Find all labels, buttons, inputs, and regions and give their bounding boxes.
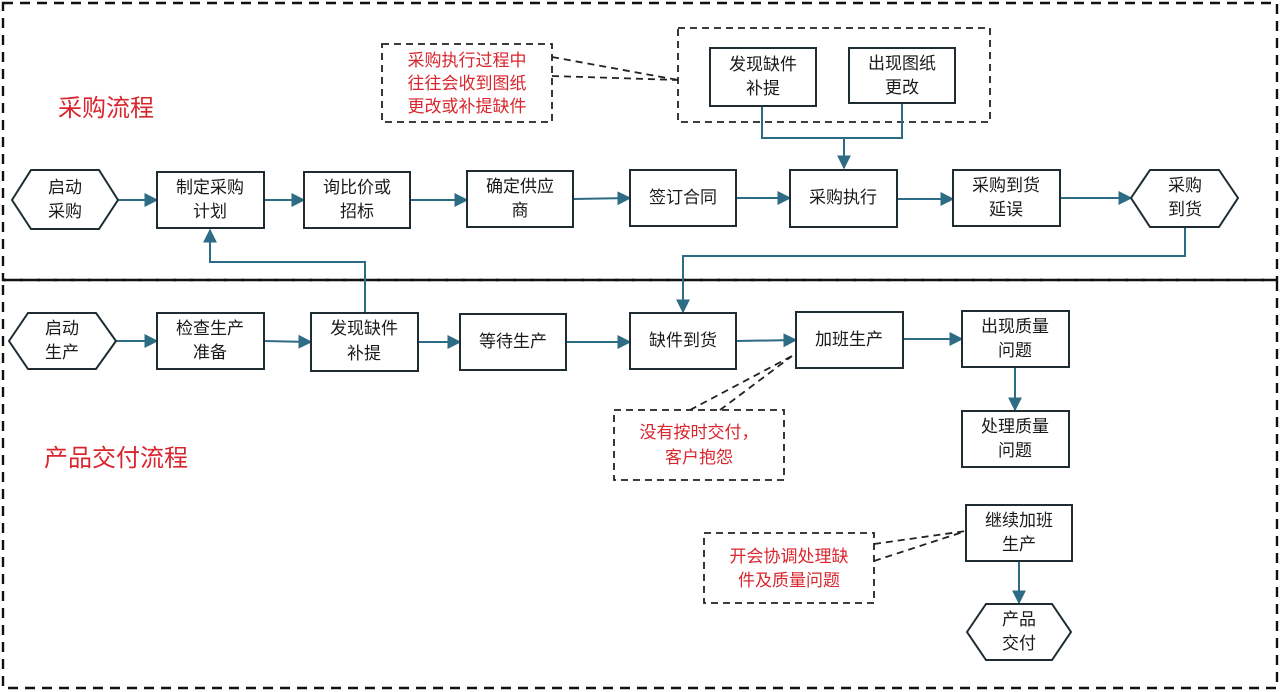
node-label: 招标 xyxy=(340,202,374,222)
node-wait-production[interactable]: 等待生产 xyxy=(459,313,567,371)
node-shortage-request-delivery[interactable]: 发现缺件 补提 xyxy=(310,312,419,372)
node-label: 发现缺件 xyxy=(729,55,797,75)
callout-line: 件及质量问题 xyxy=(738,571,840,591)
node-label: 商 xyxy=(512,201,529,221)
node-label: 交付 xyxy=(1002,634,1036,654)
node-continue-overtime[interactable]: 继续加班 生产 xyxy=(965,504,1073,562)
node-label: 发现缺件 xyxy=(330,319,398,339)
node-label: 出现质量 xyxy=(981,317,1049,337)
delivery-section-frame xyxy=(1,278,1279,690)
callout-line: 没有按时交付， xyxy=(640,423,759,443)
node-label: 采购到货 xyxy=(972,176,1040,196)
node-sign-contract[interactable]: 签订合同 xyxy=(629,169,737,227)
node-label: 准备 xyxy=(193,343,227,363)
node-label: 到货 xyxy=(1168,200,1202,220)
node-label: 补提 xyxy=(347,344,381,364)
callout-line: 更改或补提缺件 xyxy=(408,97,527,117)
edge xyxy=(572,191,632,206)
callout-line: 开会协调处理缺 xyxy=(730,547,849,567)
edge xyxy=(735,333,798,348)
node-select-supplier[interactable]: 确定供应 商 xyxy=(466,170,574,228)
node-label: 延误 xyxy=(989,200,1023,220)
callout-line: 客户抱怨 xyxy=(665,448,733,468)
node-arrival-delay[interactable]: 采购到货 延误 xyxy=(952,169,1061,227)
node-start-production[interactable]: 启动 生产 xyxy=(7,312,118,370)
node-parts-arrive[interactable]: 缺件到货 xyxy=(629,312,737,370)
procurement-note-leader xyxy=(551,56,679,81)
procurement-note-callout: 采购执行过程中 往往会收到图纸 更改或补提缺件 xyxy=(381,43,553,123)
node-label: 检查生产 xyxy=(176,319,244,339)
node-label: 问题 xyxy=(998,341,1032,361)
node-label: 启动 xyxy=(48,178,82,198)
node-label: 采购 xyxy=(48,202,82,222)
callout-line: 采购执行过程中 xyxy=(408,51,527,71)
node-label: 处理质量 xyxy=(981,417,1049,437)
node-label: 采购 xyxy=(1168,176,1202,196)
meeting-note-leader xyxy=(873,530,967,562)
node-label: 计划 xyxy=(193,202,227,222)
node-inquiry[interactable]: 询比价或 招标 xyxy=(303,171,411,229)
node-label: 确定供应 xyxy=(486,177,554,197)
node-shortage-request-procurement[interactable]: 发现缺件 补提 xyxy=(709,47,817,107)
node-label: 继续加班 xyxy=(985,511,1053,531)
procurement-section-frame xyxy=(1,1,1279,282)
node-start-procurement[interactable]: 启动 采购 xyxy=(10,169,120,230)
node-label: 启动 xyxy=(45,319,79,339)
node-label: 产品 xyxy=(1002,610,1036,630)
node-label: 加班生产 xyxy=(815,330,883,350)
node-label: 生产 xyxy=(1002,535,1036,555)
edge xyxy=(676,227,1186,314)
node-make-plan[interactable]: 制定采购 计划 xyxy=(156,171,265,229)
node-drawing-change[interactable]: 出现图纸 更改 xyxy=(848,47,956,104)
node-check-preparation[interactable]: 检查生产 准备 xyxy=(156,312,265,370)
node-procurement-arrival[interactable]: 采购 到货 xyxy=(1129,169,1240,228)
node-label: 等待生产 xyxy=(479,332,547,352)
node-product-delivery[interactable]: 产品 交付 xyxy=(965,603,1073,661)
node-label: 缺件到货 xyxy=(649,331,717,351)
node-label: 签订合同 xyxy=(649,188,717,208)
edge xyxy=(203,228,366,313)
node-label: 生产 xyxy=(45,343,79,363)
change-events-group xyxy=(677,27,991,123)
node-procurement-execute[interactable]: 采购执行 xyxy=(789,169,898,228)
node-label: 出现图纸 xyxy=(868,54,936,74)
node-label: 更改 xyxy=(885,78,919,98)
node-label: 询比价或 xyxy=(323,178,391,198)
edge xyxy=(761,103,903,168)
node-label: 采购执行 xyxy=(809,188,877,208)
edge xyxy=(263,334,313,349)
node-label: 制定采购 xyxy=(176,178,244,198)
meeting-note-callout: 开会协调处理缺 件及质量问题 xyxy=(703,532,875,604)
delivery-section-title: 产品交付流程 xyxy=(44,444,188,472)
node-quality-issue[interactable]: 出现质量 问题 xyxy=(961,310,1070,368)
late-delivery-callout: 没有按时交付， 客户抱怨 xyxy=(613,409,785,481)
late-delivery-leader xyxy=(689,355,793,411)
node-label: 补提 xyxy=(746,79,780,99)
node-handle-quality[interactable]: 处理质量 问题 xyxy=(961,410,1070,468)
callout-line: 往往会收到图纸 xyxy=(408,74,527,94)
node-overtime-production[interactable]: 加班生产 xyxy=(795,311,904,369)
node-label: 问题 xyxy=(998,441,1032,461)
procurement-section-title: 采购流程 xyxy=(58,94,154,122)
